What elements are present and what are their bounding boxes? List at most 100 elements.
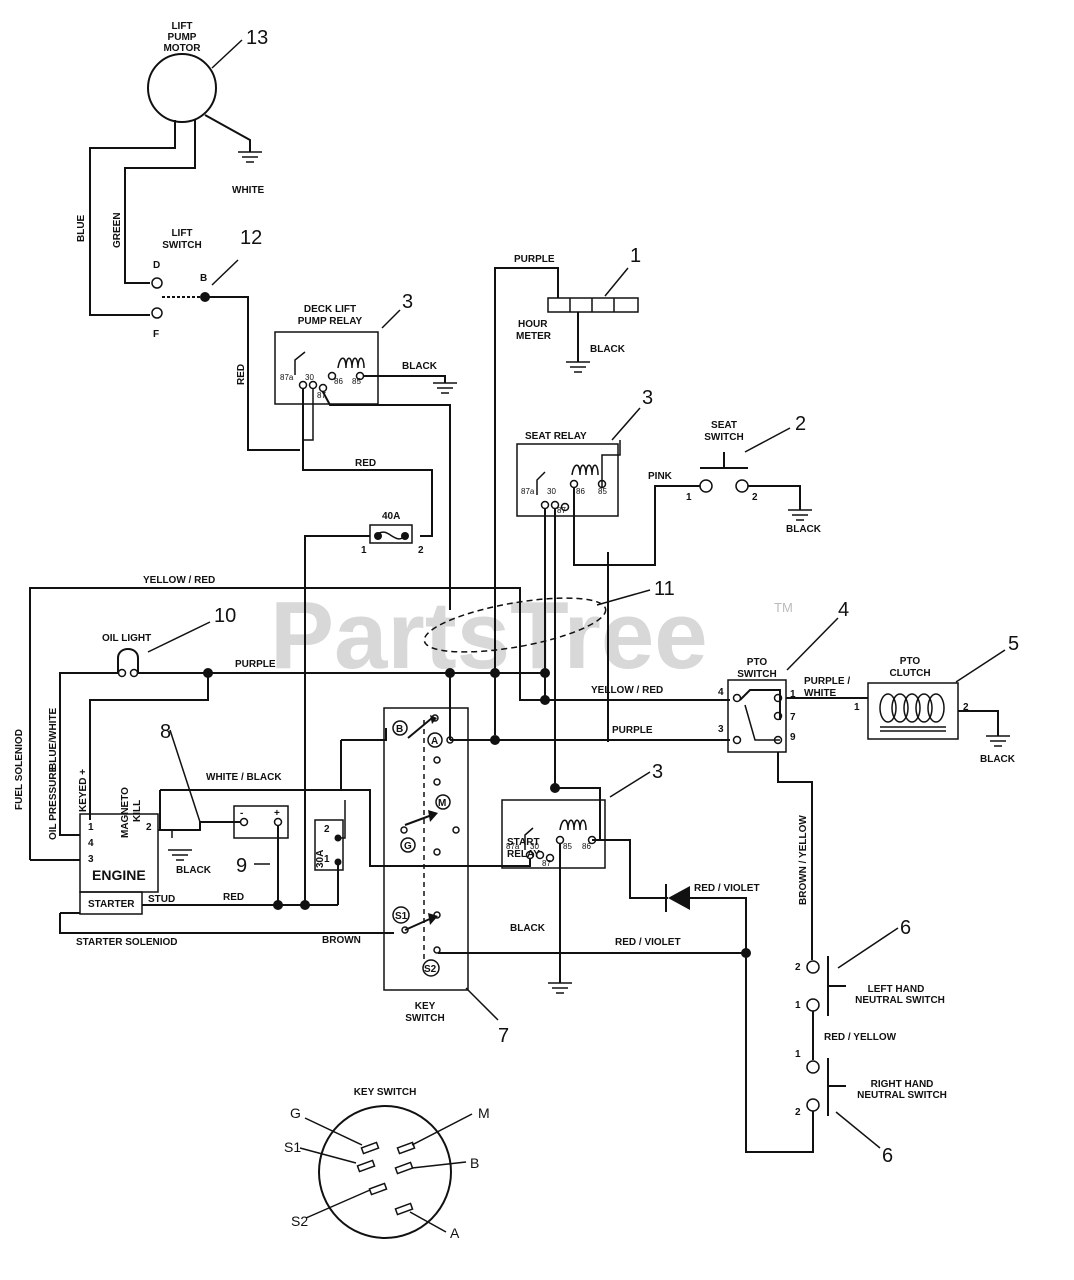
lift-pump-motor: LIFT PUMP MOTOR bbox=[147, 21, 217, 123]
ground-symbol bbox=[986, 735, 1010, 747]
wire-black-deck bbox=[364, 375, 446, 383]
svg-text:F: F bbox=[153, 329, 159, 340]
svg-text:LIFT: LIFT bbox=[171, 21, 192, 32]
wire-brown bbox=[59, 913, 394, 934]
svg-text:S2: S2 bbox=[291, 1213, 308, 1229]
ground-symbol bbox=[433, 382, 457, 394]
svg-text:HOUR: HOUR bbox=[518, 319, 548, 330]
callout-3c: 3 bbox=[652, 761, 663, 783]
wire-label-black-hour: BLACK bbox=[590, 344, 626, 355]
ground-symbol bbox=[238, 151, 262, 163]
svg-text:A: A bbox=[431, 736, 438, 747]
wire-label-purple-pto: PURPLE bbox=[612, 725, 653, 736]
watermark: PartsTree bbox=[270, 582, 708, 689]
svg-text:2: 2 bbox=[752, 492, 758, 503]
wire-keyed bbox=[89, 672, 209, 820]
wire-label-purple-white-2: WHITE bbox=[804, 688, 837, 699]
svg-text:1: 1 bbox=[361, 545, 367, 556]
wire-brown-yellow bbox=[777, 752, 813, 960]
oil-light: OIL LIGHT bbox=[102, 633, 151, 678]
svg-text:RELAY: RELAY bbox=[507, 849, 540, 860]
svg-text:3: 3 bbox=[718, 724, 724, 735]
svg-text:9: 9 bbox=[790, 732, 796, 743]
svg-text:86: 86 bbox=[582, 842, 591, 851]
pto-switch: PTO SWITCH 4 3 1 7 9 bbox=[718, 657, 796, 753]
svg-text:87a: 87a bbox=[521, 487, 535, 496]
svg-text:87a: 87a bbox=[506, 842, 520, 851]
callout-4: 4 bbox=[838, 599, 849, 621]
battery: - + bbox=[233, 805, 289, 839]
svg-text:G: G bbox=[290, 1105, 301, 1121]
svg-text:B: B bbox=[470, 1155, 479, 1171]
svg-text:MOTOR: MOTOR bbox=[163, 43, 201, 54]
callout-3b: 3 bbox=[642, 387, 653, 409]
svg-text:2: 2 bbox=[963, 702, 969, 713]
key-switch-detail: KEY SWITCH G S1 S2 M B A bbox=[284, 1087, 490, 1241]
wire-purple-hour bbox=[494, 267, 559, 735]
svg-text:PUMP: PUMP bbox=[168, 32, 197, 43]
svg-text:M: M bbox=[478, 1105, 490, 1121]
svg-text:87: 87 bbox=[542, 859, 551, 868]
callout-3c-leader bbox=[609, 771, 651, 798]
callout-3a: 3 bbox=[402, 291, 413, 313]
svg-text:4: 4 bbox=[88, 838, 94, 849]
wire-label-red-lift: RED bbox=[236, 364, 247, 385]
callout-13: 13 bbox=[246, 27, 268, 49]
wire-label-starter-solenoid: STARTER SOLENIOD bbox=[76, 937, 177, 948]
callout-9: 9 bbox=[236, 855, 247, 877]
wire-blue bbox=[89, 120, 176, 316]
wire-label-white: WHITE bbox=[232, 185, 265, 196]
svg-text:40A: 40A bbox=[382, 511, 400, 522]
wire-label-brown-yellow: BROWN / YELLOW bbox=[798, 815, 809, 905]
callout-2-leader bbox=[744, 427, 791, 453]
callout-1-leader bbox=[604, 267, 629, 297]
right-neutral-switch: 1 2 RIGHT HAND NEUTRAL SWITCH bbox=[795, 1049, 947, 1118]
svg-text:7: 7 bbox=[790, 712, 796, 723]
svg-text:D: D bbox=[153, 260, 160, 271]
svg-text:85: 85 bbox=[563, 842, 572, 851]
ground-symbol bbox=[788, 509, 812, 521]
callout-10: 10 bbox=[214, 605, 236, 627]
ground-symbol bbox=[548, 982, 572, 994]
wire-label-blue: BLUE bbox=[76, 214, 87, 242]
wire-white bbox=[204, 114, 251, 152]
svg-text:DECK LIFT: DECK LIFT bbox=[304, 304, 356, 315]
svg-text:KEY SWITCH: KEY SWITCH bbox=[354, 1087, 417, 1098]
pto-clutch: PTO CLUTCH 1 2 bbox=[854, 656, 969, 740]
wire-label-black-deck: BLACK bbox=[402, 361, 438, 372]
wire-white-black bbox=[159, 790, 240, 831]
hour-meter: HOUR METER bbox=[516, 297, 639, 342]
callout-8-leader bbox=[169, 729, 201, 823]
callout-7-leader bbox=[465, 987, 499, 1021]
wire-key-b bbox=[341, 728, 387, 741]
diode bbox=[665, 884, 690, 912]
callout-3a-leader bbox=[381, 309, 401, 329]
wire-yellow-red bbox=[29, 587, 730, 860]
wire-pink bbox=[573, 485, 700, 566]
seat-relay: SEAT RELAY 87a 30 87 86 85 bbox=[516, 431, 619, 517]
wire-label-green: GREEN bbox=[112, 212, 123, 248]
svg-text:SWITCH: SWITCH bbox=[405, 1013, 444, 1024]
svg-text:S1: S1 bbox=[395, 911, 408, 922]
svg-text:G: G bbox=[404, 841, 412, 852]
callout-6b: 6 bbox=[882, 1145, 893, 1167]
wire-label-pink: PINK bbox=[648, 471, 673, 482]
callout-6a-leader bbox=[837, 927, 899, 969]
svg-text:-: - bbox=[240, 808, 243, 819]
wire-red-lift bbox=[205, 296, 300, 451]
wire-label-magneto-2: KILL bbox=[132, 800, 143, 822]
wire-red-deck bbox=[302, 389, 433, 537]
svg-text:2: 2 bbox=[795, 962, 801, 973]
svg-text:NEUTRAL SWITCH: NEUTRAL SWITCH bbox=[857, 1090, 947, 1101]
svg-text:2: 2 bbox=[795, 1107, 801, 1118]
svg-text:SWITCH: SWITCH bbox=[162, 240, 201, 251]
callout-12-leader bbox=[211, 259, 239, 286]
ground-symbol bbox=[566, 361, 590, 373]
svg-text:86: 86 bbox=[334, 377, 343, 386]
svg-text:B: B bbox=[200, 273, 207, 284]
callout-5: 5 bbox=[1008, 633, 1019, 655]
svg-text:1: 1 bbox=[795, 1049, 801, 1060]
svg-text:30: 30 bbox=[530, 842, 539, 851]
svg-text:87: 87 bbox=[317, 391, 326, 400]
